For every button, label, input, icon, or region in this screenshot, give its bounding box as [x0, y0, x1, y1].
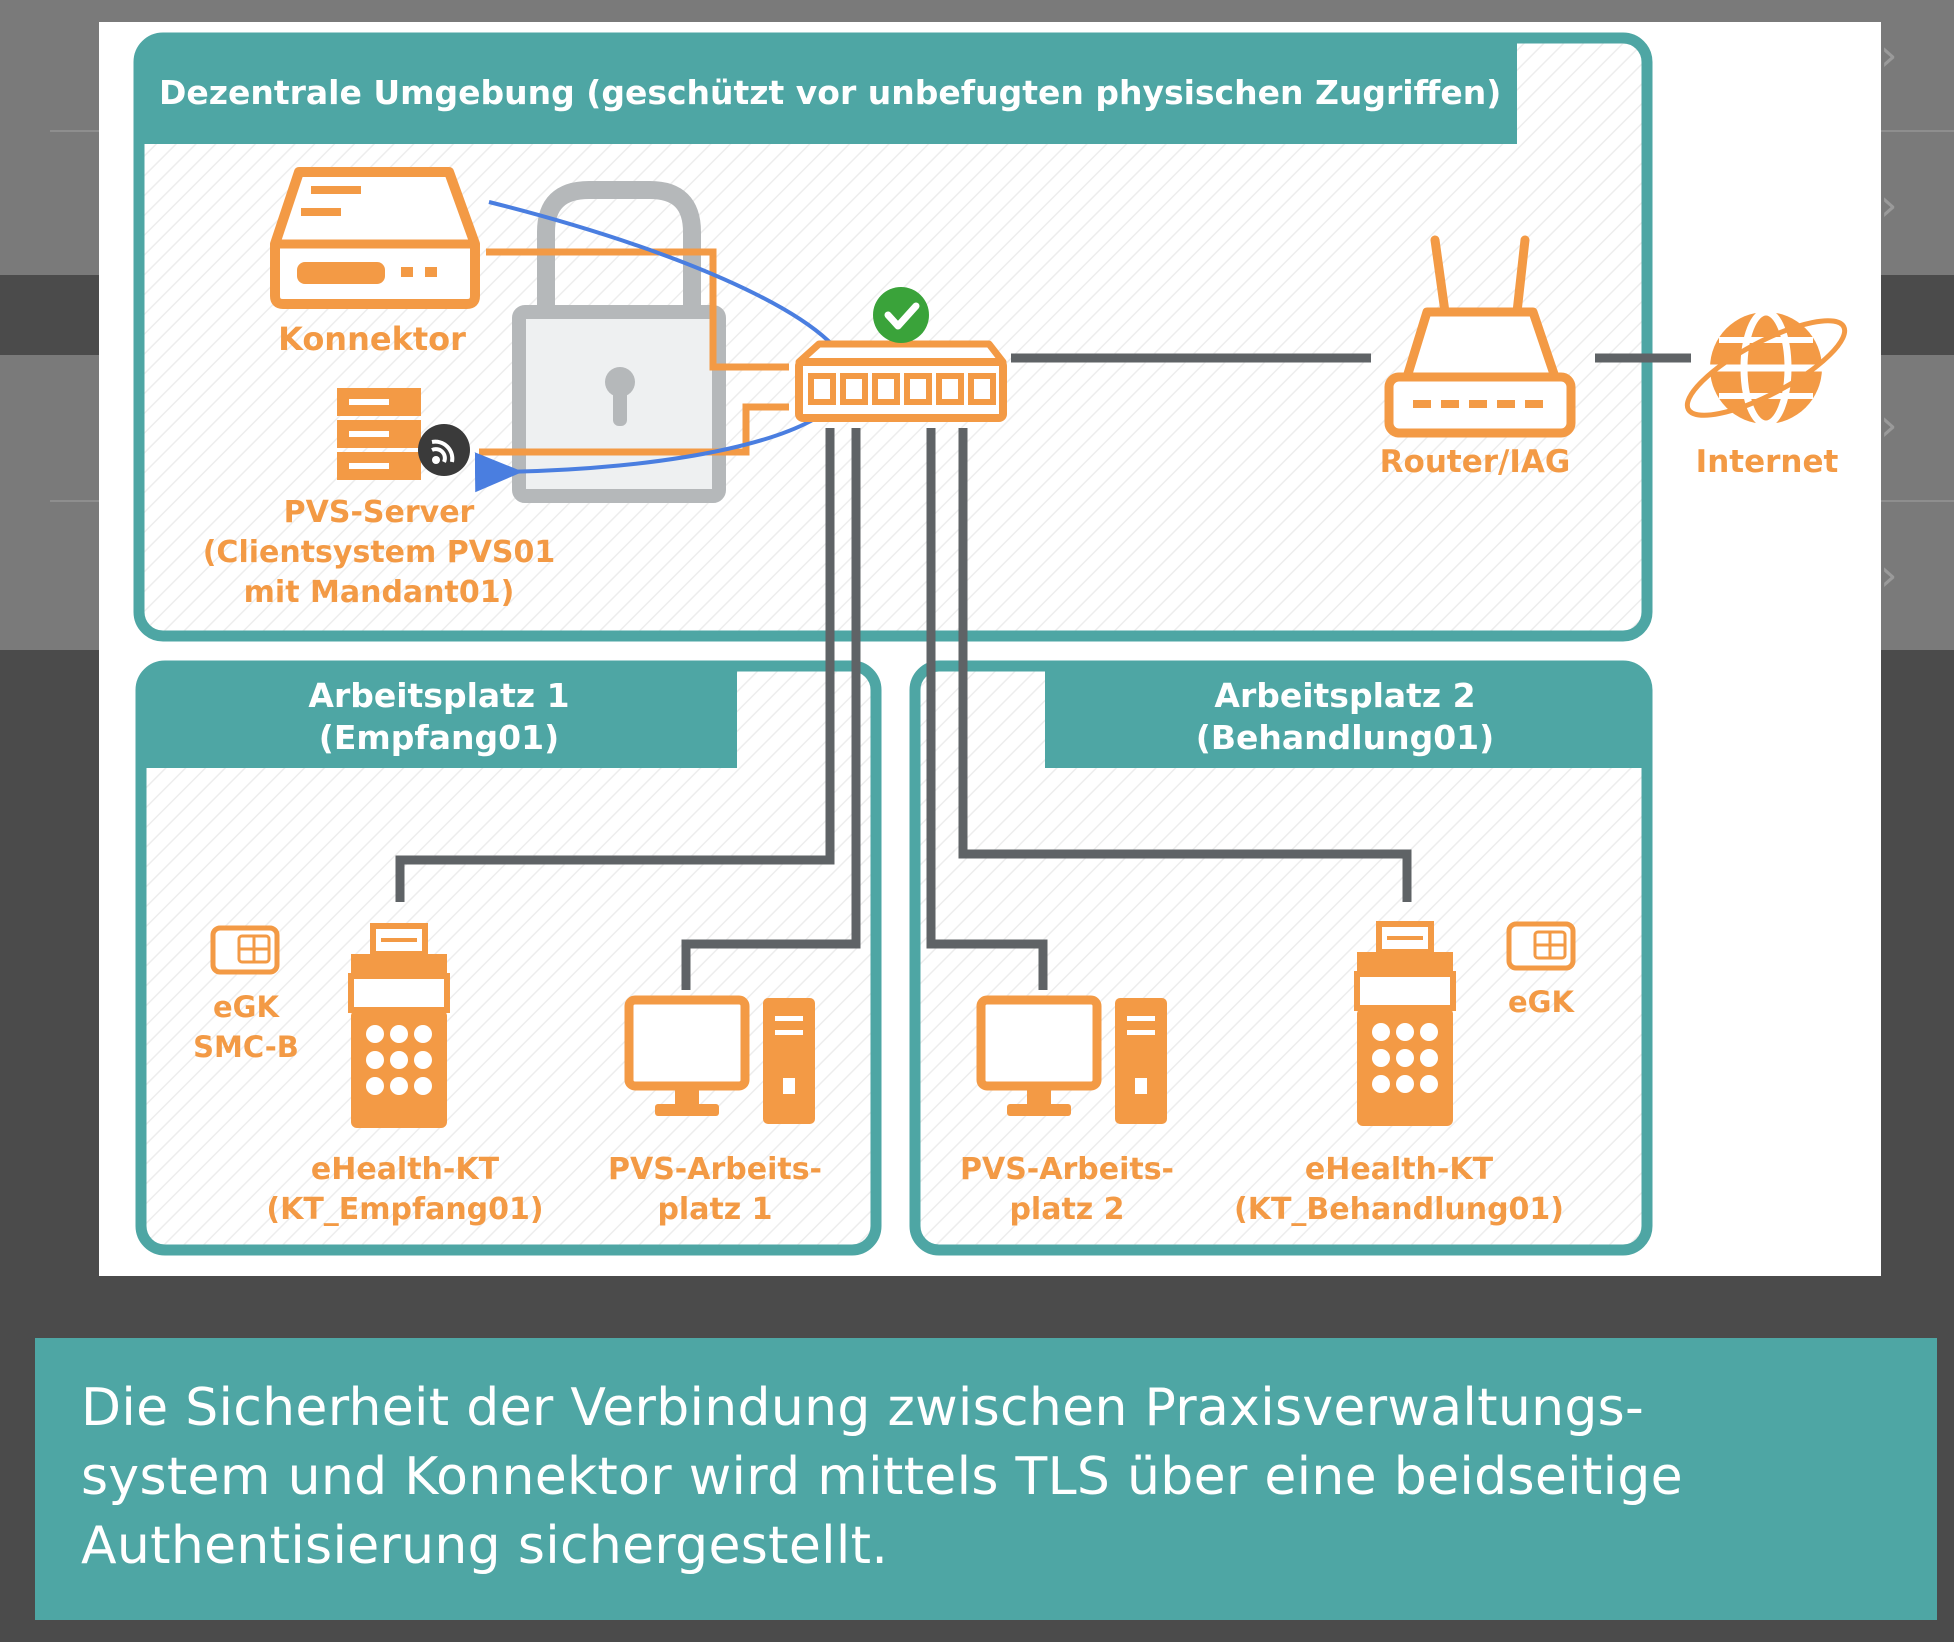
ap1-workstation-label-line2: platz 1 [657, 1192, 772, 1227]
ap2-workstation-label-line1: PVS-Arbeits- [960, 1152, 1174, 1187]
orange-connection-lines [479, 248, 789, 456]
check-badge-icon [873, 287, 929, 343]
network-diagram: Dezentrale Umgebung (geschützt vor unbef… [99, 22, 1881, 1276]
ap1-terminal-label-line2: (KT_Empfang01) [266, 1192, 543, 1227]
ap1-cards-label-line2: SMC-B [193, 1030, 299, 1064]
konnektor-icon [270, 167, 480, 309]
smart-card-icon [1506, 921, 1576, 971]
ap2-title-line2: (Behandlung01) [1196, 718, 1494, 757]
ap2-terminal-label-line1: eHealth-KT [1305, 1152, 1494, 1187]
workstation-icon [976, 995, 1167, 1124]
ap2-workstation-label-line2: platz 2 [1009, 1192, 1124, 1227]
zone-arbeitsplatz-2: Arbeitsplatz 2 (Behandlung01) [909, 660, 1653, 1256]
rss-badge-icon [418, 424, 470, 476]
ap1-cards-label-line1: eGK [213, 990, 280, 1024]
smart-card-icon [210, 925, 280, 975]
caption-line-3: Authentisierung sichergestellt. [81, 1516, 889, 1576]
background-chevron-icon: › [1880, 30, 1898, 81]
background-chevron-icon: › [1880, 180, 1898, 231]
ap1-workstation-label-line1: PVS-Arbeits- [608, 1152, 822, 1187]
zone-top-title: Dezentrale Umgebung (geschützt vor unbef… [159, 73, 1501, 112]
pvs-server-label-line3: mit Mandant01) [244, 575, 515, 610]
card-terminal-icon [1354, 921, 1456, 1126]
workstation-icon [624, 995, 815, 1124]
ap2-card-label: eGK [1508, 985, 1575, 1019]
caption-box: Die Sicherheit der Verbindung zwischen P… [35, 1338, 1937, 1620]
konnektor-label: Konnektor [278, 320, 466, 358]
caption-line-2: system und Konnektor wird mittels TLS üb… [81, 1447, 1683, 1507]
router-icon [1384, 235, 1576, 438]
caption-line-1: Die Sicherheit der Verbindung zwischen P… [81, 1378, 1645, 1438]
caption-text: Die Sicherheit der Verbindung zwischen P… [81, 1374, 1891, 1581]
ap1-title-line2: (Empfang01) [319, 718, 559, 757]
ap1-title-line1: Arbeitsplatz 1 [308, 676, 569, 715]
pvs-server-icon [337, 388, 421, 480]
internet-label: Internet [1696, 444, 1839, 480]
network-diagram-svg: Dezentrale Umgebung (geschützt vor unbef… [133, 32, 1848, 1256]
background-chevron-icon: › [1880, 550, 1898, 601]
ap2-terminal-label-line2: (KT_Behandlung01) [1234, 1192, 1564, 1227]
globe-icon [1684, 308, 1848, 428]
switch-icon [795, 340, 1007, 422]
card-terminal-icon [348, 923, 450, 1128]
ap2-title-line1: Arbeitsplatz 2 [1214, 676, 1475, 715]
router-label: Router/IAG [1380, 444, 1571, 480]
pvs-server-label-line1: PVS-Server [284, 495, 475, 530]
background-chevron-icon: › [1880, 400, 1898, 451]
pvs-server-label-line2: (Clientsystem PVS01 [203, 535, 556, 570]
network-cables [395, 353, 1691, 990]
ap1-terminal-label-line1: eHealth-KT [311, 1152, 500, 1187]
